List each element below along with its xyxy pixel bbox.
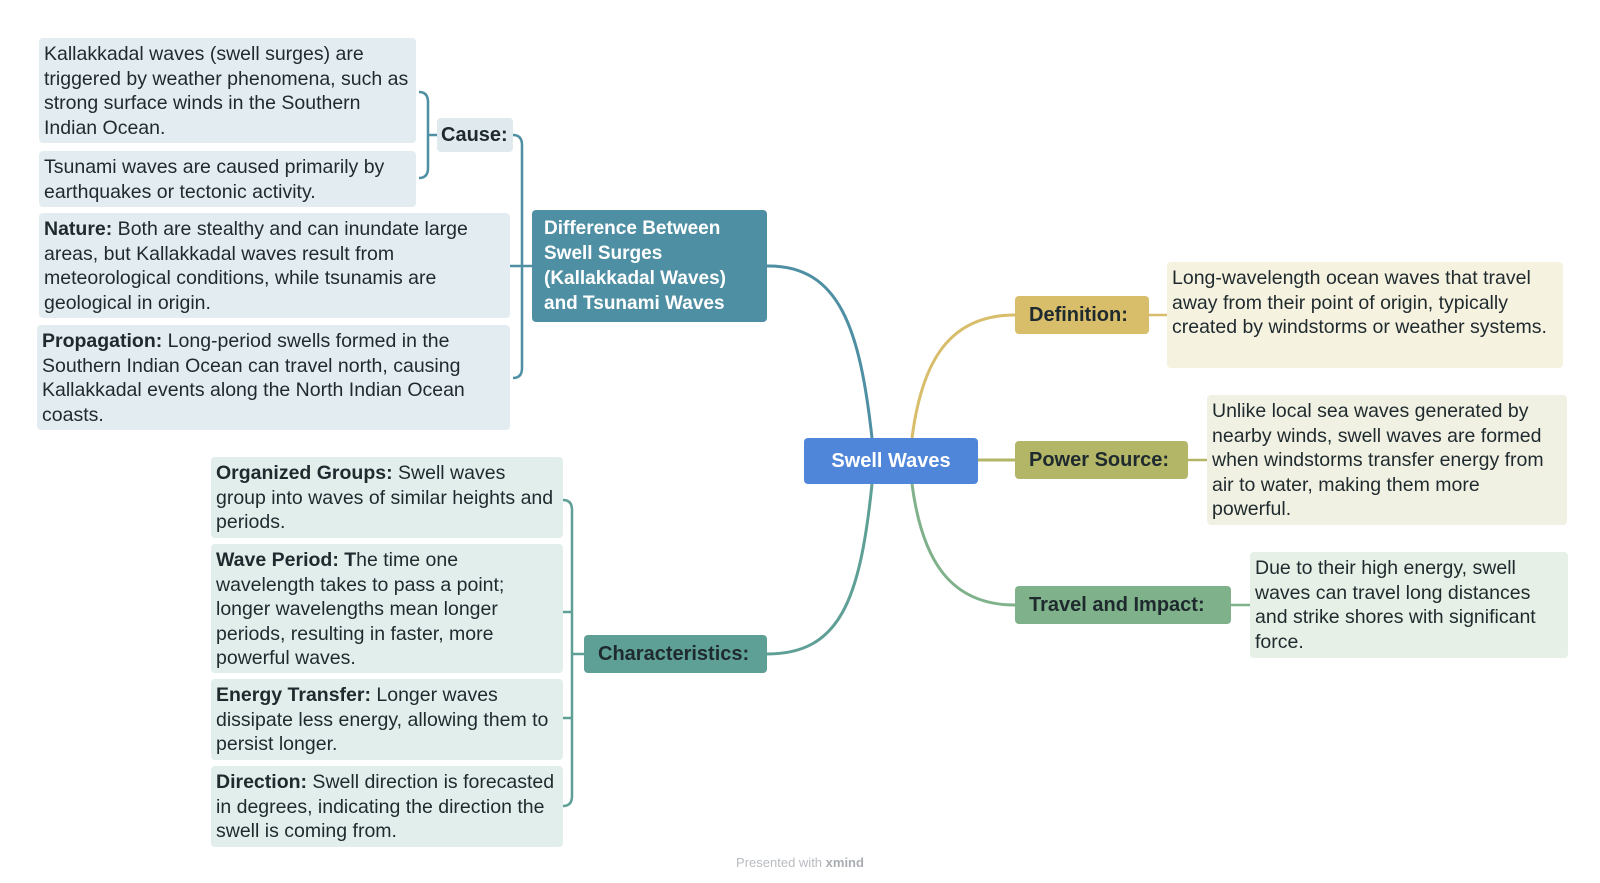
bracket-cause — [418, 90, 437, 180]
topic-cause[interactable]: Cause: — [437, 118, 513, 152]
leaf-wave-period[interactable]: Wave Period: The time one wavelength tak… — [211, 544, 563, 673]
leaf-organized-groups[interactable]: Organized Groups: Swell waves group into… — [211, 457, 563, 538]
bracket-characteristics — [562, 498, 584, 808]
footer-prefix: Presented with — [736, 855, 826, 870]
leaf-travel-impact[interactable]: Due to their high energy, swell waves ca… — [1250, 552, 1568, 658]
topic-characteristics[interactable]: Characteristics: — [584, 635, 767, 673]
leaf-wave-period-term: Wave Period: T — [216, 549, 357, 571]
leaf-direction[interactable]: Direction: Swell direction is forecasted… — [211, 766, 563, 847]
connector-central-characteristics — [766, 483, 874, 656]
footer-credit: Presented with xmind — [0, 855, 1600, 870]
leaf-propagation[interactable]: Propagation: Long-period swells formed i… — [37, 325, 510, 430]
cause-item-kallakkadal[interactable]: Kallakkadal waves (swell surges) are tri… — [39, 38, 416, 143]
central-topic[interactable]: Swell Waves — [804, 438, 978, 484]
connector-central-travel — [910, 483, 1016, 607]
leaf-propagation-text: Long-period swells formed in the Souther… — [42, 330, 465, 426]
leaf-organized-groups-text: Swell waves group into waves of similar … — [216, 462, 554, 533]
leaf-definition[interactable]: Long-wavelength ocean waves that travel … — [1167, 262, 1563, 368]
topic-travel-impact[interactable]: Travel and Impact: — [1015, 586, 1231, 624]
connector-central-definition — [910, 313, 1016, 439]
leaf-direction-term: Direction: — [216, 771, 308, 793]
leaf-organized-groups-term: Organized Groups: — [216, 462, 393, 484]
leaf-direction-text: Swell direction is forecasted in degrees… — [216, 771, 555, 842]
connector-central-difference — [766, 264, 874, 439]
leaf-nature-term: Nature: — [44, 218, 113, 240]
cause-item-tsunami[interactable]: Tsunami waves are caused primarily by ea… — [39, 151, 416, 207]
leaf-energy-transfer-text: Longer waves dissipate less energy, allo… — [216, 684, 549, 755]
topic-difference[interactable]: Difference Between Swell Surges (Kallakk… — [532, 210, 767, 322]
leaf-nature[interactable]: Nature: Both are stealthy and can inunda… — [39, 213, 510, 318]
leaf-propagation-term: Propagation: — [42, 330, 163, 352]
topic-power-source[interactable]: Power Source: — [1015, 441, 1188, 479]
leaf-energy-transfer-term: Energy Transfer: — [216, 684, 371, 706]
leaf-power-source[interactable]: Unlike local sea waves generated by near… — [1207, 395, 1567, 525]
bracket-difference — [510, 133, 532, 380]
leaf-wave-period-text: he time one wavelength takes to pass a p… — [216, 549, 505, 669]
footer-brand-logo: xmind — [825, 855, 864, 870]
leaf-energy-transfer[interactable]: Energy Transfer: Longer waves dissipate … — [211, 679, 563, 760]
leaf-nature-text: Both are stealthy and can inundate large… — [44, 218, 468, 314]
topic-definition[interactable]: Definition: — [1015, 296, 1149, 334]
